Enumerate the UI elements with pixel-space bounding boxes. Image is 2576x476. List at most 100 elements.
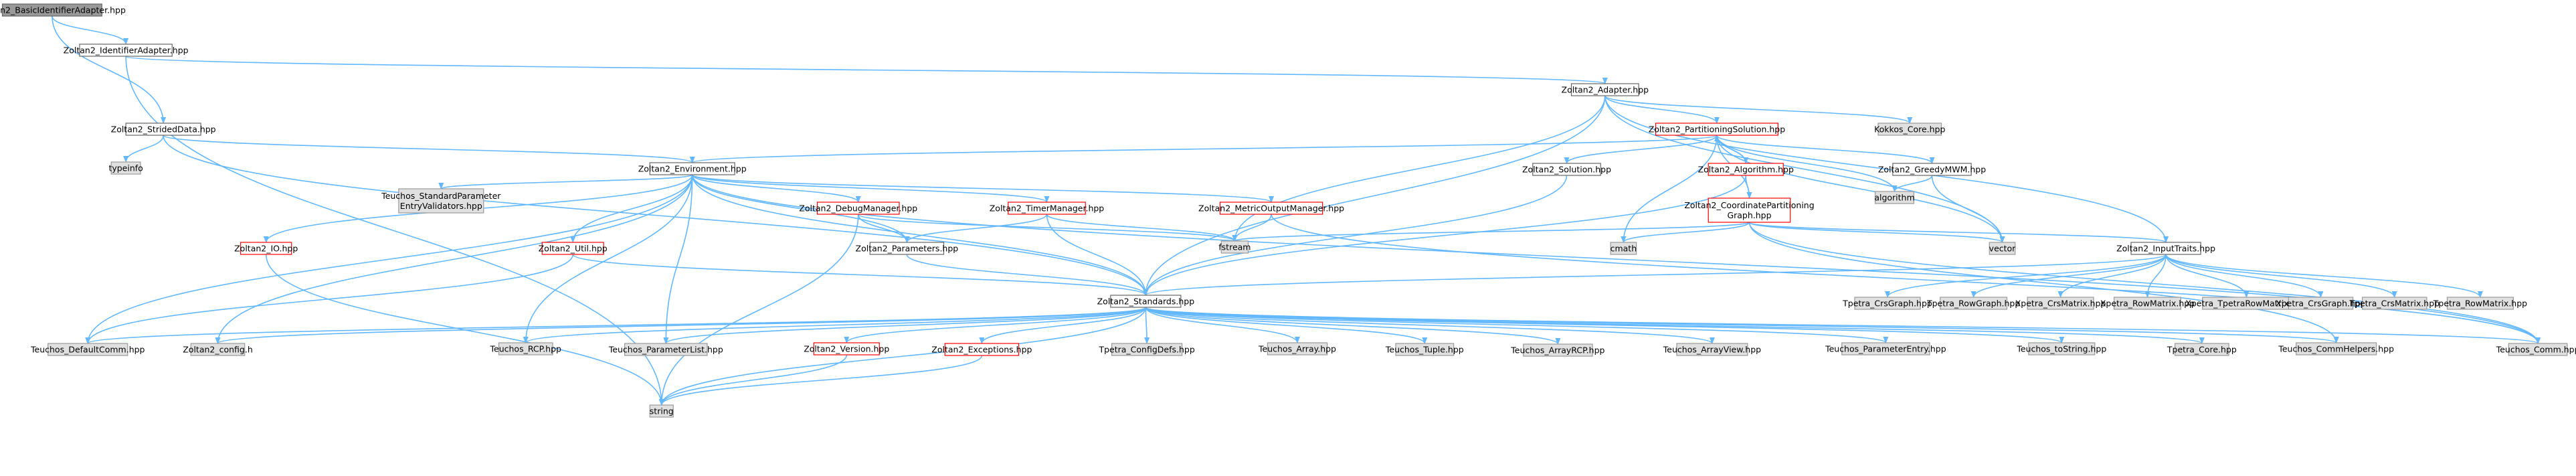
node-version[interactable]: Zoltan2_Version.hpp	[804, 342, 889, 355]
node-paramentry[interactable]: Teuchos_ParameterEntry.hpp	[1825, 342, 1946, 355]
node-label: Zoltan2_IdentifierAdapter.hpp	[64, 46, 189, 56]
node-environment[interactable]: Zoltan2_Environment.hpp	[638, 162, 747, 175]
node-tpetra_rowgraph[interactable]: Tpetra_RowGraph.hpp	[1926, 297, 2020, 310]
node-xpetra_crsgraph[interactable]: Xpetra_CrsGraph.hpp	[2276, 297, 2366, 310]
node-typeinfo[interactable]: typeinfo	[108, 161, 143, 175]
edge-partsol-to-solution	[1564, 135, 1718, 164]
edge-partsol-to-algorithm	[1716, 135, 1898, 192]
node-rcp[interactable]: Teuchos_RCP.hpp	[490, 342, 562, 355]
node-label: Teuchos_ParameterList.hpp	[608, 345, 723, 355]
node-label: Zoltan2_TimerManager.hpp	[990, 204, 1105, 214]
node-label: Zoltan2_Environment.hpp	[638, 164, 747, 174]
node-label: Zoltan2_Adapter.hpp	[1562, 85, 1649, 95]
edge-timer-to-standards	[1046, 214, 1149, 296]
node-array[interactable]: Teuchos_Array.hpp	[1258, 342, 1336, 355]
node-partsol[interactable]: Zoltan2_PartitioningSolution.hpp	[1649, 123, 1786, 136]
node-label: Xpetra_RowMatrix.hpp	[2100, 299, 2195, 309]
node-box	[1877, 123, 1942, 136]
node-tpetra_rowmatrix[interactable]: Tpetra_RowMatrix.hpp	[2433, 297, 2527, 310]
node-timer[interactable]: Zoltan2_TimerManager.hpp	[990, 202, 1105, 215]
node-label: EntryValidators.hpp	[400, 201, 482, 211]
edge-environment-to-config	[215, 174, 693, 344]
edge-environment-to-timer	[691, 174, 1050, 203]
node-paramlist[interactable]: Teuchos_ParameterList.hpp	[608, 343, 723, 356]
node-box	[869, 242, 945, 255]
node-label: Teuchos_DefaultComm.hpp	[30, 345, 145, 355]
node-comm[interactable]: Teuchos_Comm.hpp	[2496, 343, 2576, 356]
node-kokkos[interactable]: Kokkos_Core.hpp	[1874, 123, 1945, 136]
node-tuple[interactable]: Teuchos_Tuple.hpp	[1385, 343, 1464, 356]
node-tpetra_crsmatrix[interactable]: Tpetra_CrsMatrix.hpp	[2349, 297, 2440, 310]
node-solution[interactable]: Zoltan2_Solution.hpp	[1522, 163, 1611, 176]
edge-standards-to-array	[1145, 307, 1300, 343]
node-greedy[interactable]: Zoltan2_GreedyMWM.hpp	[1878, 163, 1986, 176]
edge-basic-to-identifier	[52, 15, 129, 45]
node-tpetra_crsgraph[interactable]: Tpetra_CrsGraph.hpp	[1842, 297, 1932, 310]
node-strided[interactable]: Zoltan2_StridedData.hpp	[111, 123, 216, 136]
node-box	[1, 3, 102, 17]
node-tpetra_configdefs[interactable]: Tpetra_ConfigDefs.hpp	[1098, 343, 1195, 356]
edge-inputtraits-to-tpetra_rowgraph	[1970, 254, 2167, 298]
node-debug[interactable]: Zoltan2_DebugManager.hpp	[799, 202, 917, 215]
node-defaultcomm[interactable]: Teuchos_DefaultComm.hpp	[30, 343, 145, 356]
edge-inputtraits-to-xpetra_rowmatrix	[2144, 254, 2167, 298]
node-box	[1610, 242, 1637, 255]
edge-partsol-to-environment	[690, 135, 1718, 163]
edge-inputtraits-to-tpetra_rowmatrix	[2165, 254, 2483, 298]
node-tostring[interactable]: Teuchos_toString.hpp	[2016, 342, 2106, 355]
node-commhelpers[interactable]: Teuchos_CommHelpers.hpp	[2278, 342, 2394, 355]
node-basic: Zoltan2_BasicIdentifierAdapter.hpp	[0, 3, 126, 17]
edge-inputtraits-to-tpetra_crsmatrix	[2165, 254, 2397, 298]
node-box	[649, 404, 674, 418]
node-inputtraits[interactable]: Zoltan2_InputTraits.hpp	[2116, 242, 2215, 255]
node-tpetra_core[interactable]: Tpetra_Core.hpp	[2167, 343, 2237, 356]
edge-standards-to-tuple	[1145, 307, 1428, 344]
node-label: Zoltan2_GreedyMWM.hpp	[1878, 165, 1986, 175]
node-standards[interactable]: Zoltan2_Standards.hpp	[1097, 295, 1195, 308]
node-parameters[interactable]: Zoltan2_Parameters.hpp	[856, 242, 959, 255]
node-box	[1708, 163, 1784, 176]
node-xpetra_rowmatrix[interactable]: Xpetra_RowMatrix.hpp	[2100, 297, 2195, 310]
edge-basic-to-strided	[52, 15, 167, 124]
node-box	[1267, 342, 1328, 355]
node-util[interactable]: Zoltan2_Util.hpp	[539, 242, 608, 255]
edge-environment-to-standards	[691, 174, 1149, 296]
node-label: Tpetra_CrsMatrix.hpp	[2349, 299, 2440, 309]
node-vector[interactable]: vector	[1989, 242, 2017, 255]
node-xpetra_crsmatrix[interactable]: Xpetra_CrsMatrix.hpp	[2015, 297, 2106, 310]
node-box	[398, 188, 484, 214]
edge-debug-to-string	[658, 214, 859, 406]
node-identifier[interactable]: Zoltan2_IdentifierAdapter.hpp	[64, 44, 189, 57]
node-string[interactable]: string	[649, 404, 674, 418]
node-algorithm_h[interactable]: Zoltan2_Algorithm.hpp	[1698, 163, 1794, 176]
edges-layer	[52, 15, 2541, 406]
node-io[interactable]: Zoltan2_IO.hpp	[234, 242, 298, 255]
node-fstream[interactable]: fstream	[1218, 240, 1251, 254]
node-adapter[interactable]: Zoltan2_Adapter.hpp	[1562, 83, 1649, 96]
node-exceptions[interactable]: Zoltan2_Exceptions.hpp	[931, 343, 1032, 356]
node-label: Xpetra_CrsGraph.hpp	[2276, 299, 2366, 309]
node-label: Zoltan2_Exceptions.hpp	[931, 345, 1032, 355]
edge-coordpart-to-cmath	[1621, 222, 1750, 243]
edge-standards-to-tpetra_core	[1145, 307, 2205, 344]
edge-timer-to-parameters	[904, 214, 1048, 243]
edge-partsol-to-cmath	[1621, 135, 1718, 243]
node-label: Zoltan2_StridedData.hpp	[111, 125, 216, 135]
node-metric[interactable]: Zoltan2_MetricOutputManager.hpp	[1198, 202, 1344, 215]
node-box	[48, 343, 128, 356]
node-tspel[interactable]: Teuchos_StandardParameterEntryValidators…	[381, 188, 501, 214]
node-algorithm[interactable]: algorithm	[1874, 191, 1915, 204]
node-label: Zoltan2_CoordinatePartitioning	[1684, 200, 1814, 210]
node-cmath[interactable]: cmath	[1610, 242, 1637, 255]
edge-environment-to-metric	[691, 174, 1274, 203]
node-label: Zoltan2_PartitioningSolution.hpp	[1649, 125, 1786, 135]
node-label: Teuchos_CommHelpers.hpp	[2278, 344, 2394, 354]
node-arrayrcp[interactable]: Teuchos_ArrayRCP.hpp	[1510, 343, 1605, 357]
node-label: Zoltan2_InputTraits.hpp	[2116, 244, 2215, 254]
node-config[interactable]: Zoltan2_config.h	[183, 343, 253, 356]
node-box	[2508, 343, 2568, 356]
node-arrayview[interactable]: Teuchos_ArrayView.hpp	[1663, 343, 1761, 356]
edge-inputtraits-to-xpetra_crsmatrix	[2057, 254, 2167, 298]
